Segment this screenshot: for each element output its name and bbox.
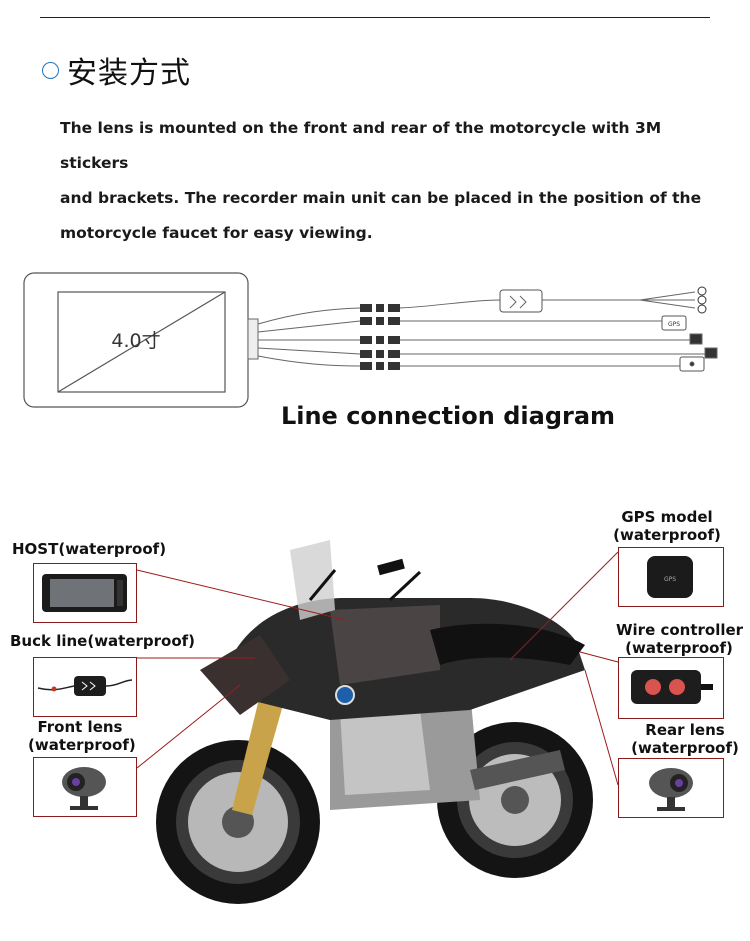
rear-lens-camera-icon	[649, 768, 693, 811]
wire-controller-icon	[631, 670, 713, 704]
recorder-host-icon	[42, 574, 127, 612]
motorcycle-icon	[156, 540, 593, 904]
section-title: 安装方式	[67, 56, 191, 91]
diagram-caption: Line connection diagram	[280, 402, 616, 430]
front-lens-image-box	[33, 757, 137, 817]
motorcycle-illustration	[136, 540, 619, 904]
front-lens-subtitle: (waterproof)	[28, 736, 136, 754]
wiring-diagram: 4.0寸 GPS	[23, 272, 718, 408]
top-divider	[40, 17, 710, 18]
rear-lens-subtitle: (waterproof)	[631, 739, 739, 757]
section-header: 安装方式	[42, 48, 191, 92]
wire-controller-title: Wire controller	[616, 621, 744, 639]
gps-device-label: GPS	[664, 576, 676, 583]
circle-outline-icon	[42, 61, 59, 79]
gps-module-icon: GPS	[647, 556, 693, 598]
gps-image-box: GPS	[618, 547, 724, 607]
description-line-1: The lens is mounted on the front and rea…	[60, 119, 662, 172]
wire-controller-image-box	[618, 657, 724, 719]
rear-lens-image-box	[618, 758, 724, 818]
gps-model-label: GPS model (waterproof)	[606, 508, 728, 544]
host-label: HOST(waterproof)	[12, 540, 167, 558]
installation-description: The lens is mounted on the front and rea…	[60, 111, 720, 251]
description-line-2: and brackets. The recorder main unit can…	[60, 189, 702, 207]
buck-line-image-box	[33, 657, 137, 717]
buck-line-label: Buck line(waterproof)	[10, 632, 196, 650]
front-lens-title: Front lens	[37, 718, 123, 736]
description-line-3: motorcycle faucet for easy viewing.	[60, 224, 373, 242]
buck-line-icon	[37, 676, 133, 696]
wire-controller-subtitle: (waterproof)	[625, 639, 733, 657]
rear-lens-title: Rear lens	[645, 721, 725, 739]
gps-model-subtitle: (waterproof)	[613, 526, 721, 544]
wire-controller-label: Wire controller (waterproof)	[616, 621, 744, 657]
screen-size-label: 4.0寸	[111, 330, 160, 352]
callout-lines	[136, 551, 619, 786]
gps-model-title: GPS model	[621, 508, 713, 526]
rear-lens-label: Rear lens (waterproof)	[622, 721, 748, 757]
front-lens-label: Front lens (waterproof)	[28, 718, 136, 754]
gps-connector-label: GPS	[668, 321, 680, 328]
host-image-box	[33, 563, 137, 623]
cable-bundle	[247, 286, 718, 372]
front-lens-camera-icon	[62, 767, 106, 810]
